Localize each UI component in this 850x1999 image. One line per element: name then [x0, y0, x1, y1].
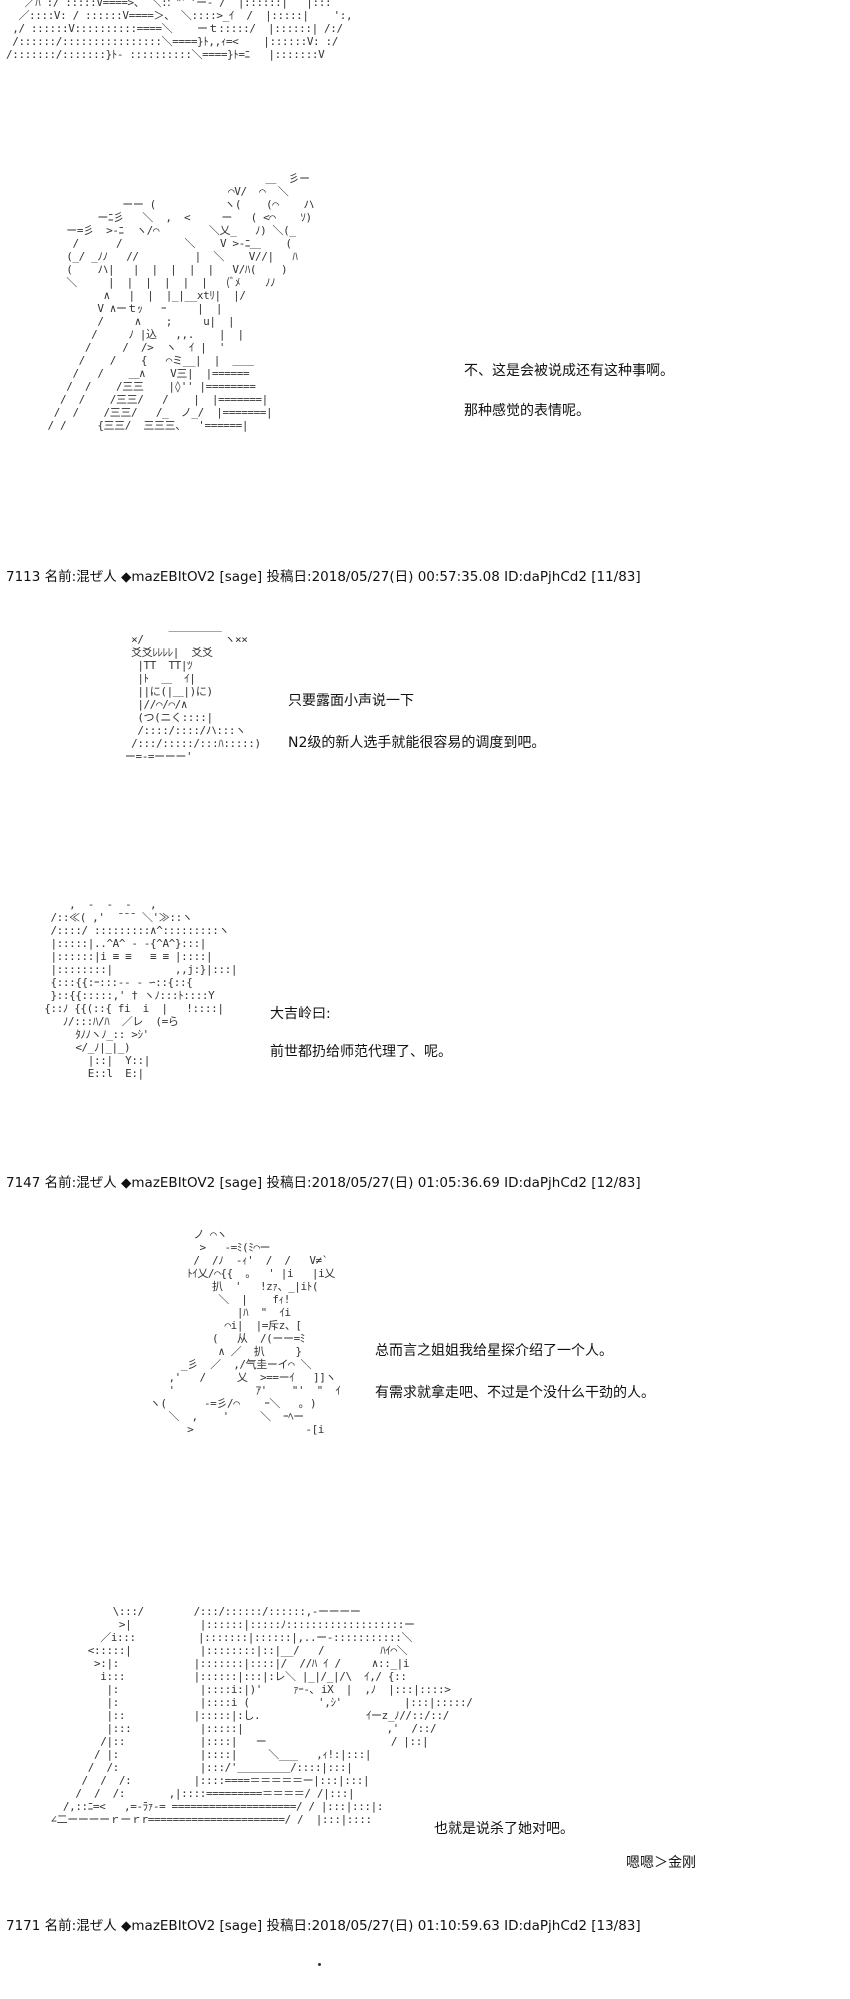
post-number: 7147 — [6, 1175, 41, 1191]
dialogue-line: N2级的新人选手就能很容易的调度到吧。 — [288, 735, 546, 751]
post-header-1: 7113 名前:混ぜ人 ◆mazEBItOV2 [sage] 投稿日:2018/… — [6, 565, 641, 585]
post-header-3: 7171 名前:混ぜ人 ◆mazEBItOV2 [sage] 投稿日:2018/… — [6, 1914, 641, 1934]
dialogue-line: 有需求就拿走吧、不过是个没什么干劲的人。 — [375, 1385, 655, 1401]
ascii-art-character-3: , - - - , /::≪( ,' ̄ ̄ ̄ ＼'≫::ヽ /::::/ :… — [44, 898, 238, 1080]
post-number: 7171 — [6, 1918, 41, 1934]
name-label: 名前: — [44, 569, 77, 585]
post-date: 2018/05/27(日) 00:57:35.08 — [311, 569, 500, 585]
ascii-art-character-4: ノ ⌒ヽ > -=ﾐ(ﾐ⌒ー / /ﾉ -ｨ' / / V≠` ﾄｲ乂/⌒{{ … — [149, 1228, 341, 1436]
ascii-art-character-1: ＿ 彡ー ⌒V/ ⌒ ＼ ーー ( ヽ( (⌒ ハ ーﾆ彡 ＼ , < ー ( … — [47, 172, 315, 432]
post-date: 2018/05/27(日) 01:05:36.69 — [311, 1175, 500, 1191]
page-count[interactable]: [12/83] — [591, 1175, 641, 1191]
poster-id: ID:daPjhCd2 — [504, 1175, 587, 1191]
dialogue-line: 总而言之姐姐我给星探介绍了一个人。 — [375, 1343, 613, 1359]
poster-id: ID:daPjhCd2 — [504, 1918, 587, 1934]
ascii-art-character-2: ＿＿＿＿＿ ×/ ヽ×× 爻爻ﾚﾚﾚﾚ| 爻爻 |TT TT|ﾂ |ﾄ ＿ ｲ|… — [124, 620, 261, 763]
dialogue-6: 嗯嗯＞金刚 — [626, 1852, 696, 1892]
dialogue-line: 大吉岭曰: — [270, 1006, 331, 1022]
dialogue-line: 前世都扔给师范代理了、呢。 — [270, 1044, 452, 1060]
mail-field: [sage] — [219, 1918, 263, 1934]
trip-code: ◆mazEBItOV2 — [121, 1175, 216, 1191]
dialogue-3: 大吉岭曰: 前世都扔给师范代理了、呢。 — [270, 1003, 452, 1081]
end-dot — [318, 1963, 321, 1966]
dialogue-5: 也就是说杀了她对吧。 — [434, 1818, 574, 1858]
post-header-2: 7147 名前:混ぜ人 ◆mazEBItOV2 [sage] 投稿日:2018/… — [6, 1171, 641, 1191]
dialogue-line: 不、这是会被说成还有这种事啊。 — [464, 363, 674, 379]
poster-name: 混ぜ人 — [76, 1918, 117, 1934]
dialogue-4: 总而言之姐姐我给星探介绍了一个人。 有需求就拿走吧、不过是个没什么干劲的人。 — [375, 1340, 655, 1422]
date-label: 投稿日: — [266, 1175, 312, 1191]
name-label: 名前: — [44, 1918, 77, 1934]
dialogue-2: 只要露面小声说一下 N2级的新人选手就能很容易的调度到吧。 — [288, 690, 545, 772]
poster-name: 混ぜ人 — [76, 569, 117, 585]
poster-id: ID:daPjhCd2 — [504, 569, 587, 585]
dialogue-1: 不、这是会被说成还有这种事啊。 那种感觉的表情呢。 — [464, 360, 674, 440]
date-label: 投稿日: — [266, 1918, 312, 1934]
mail-field: [sage] — [219, 569, 263, 585]
mail-field: [sage] — [219, 1175, 263, 1191]
page-count[interactable]: [13/83] — [591, 1918, 641, 1934]
trip-code: ◆mazEBItOV2 — [121, 569, 216, 585]
dialogue-line: 那种感觉的表情呢。 — [464, 403, 590, 419]
page-count[interactable]: [11/83] — [591, 569, 641, 585]
poster-name: 混ぜ人 — [76, 1175, 117, 1191]
ascii-art-character-5: \:::/ /:::/::::::/::::::,-ーーーー >| |:::::… — [50, 1605, 473, 1826]
dialogue-line: 也就是说杀了她对吧。 — [434, 1821, 574, 1837]
post-date: 2018/05/27(日) 01:10:59.63 — [311, 1918, 500, 1934]
dialogue-line: 嗯嗯＞金刚 — [626, 1855, 696, 1871]
post-number: 7113 — [6, 569, 41, 585]
dialogue-line: 只要露面小声说一下 — [288, 693, 414, 709]
date-label: 投稿日: — [266, 569, 312, 585]
name-label: 名前: — [44, 1175, 77, 1191]
trip-code: ◆mazEBItOV2 — [121, 1918, 216, 1934]
ascii-art-top: ／ﾊ :/ :::::V====>、 ＼::ﾞ"'ﾞ'ー‐ / |::::::|… — [6, 0, 353, 61]
